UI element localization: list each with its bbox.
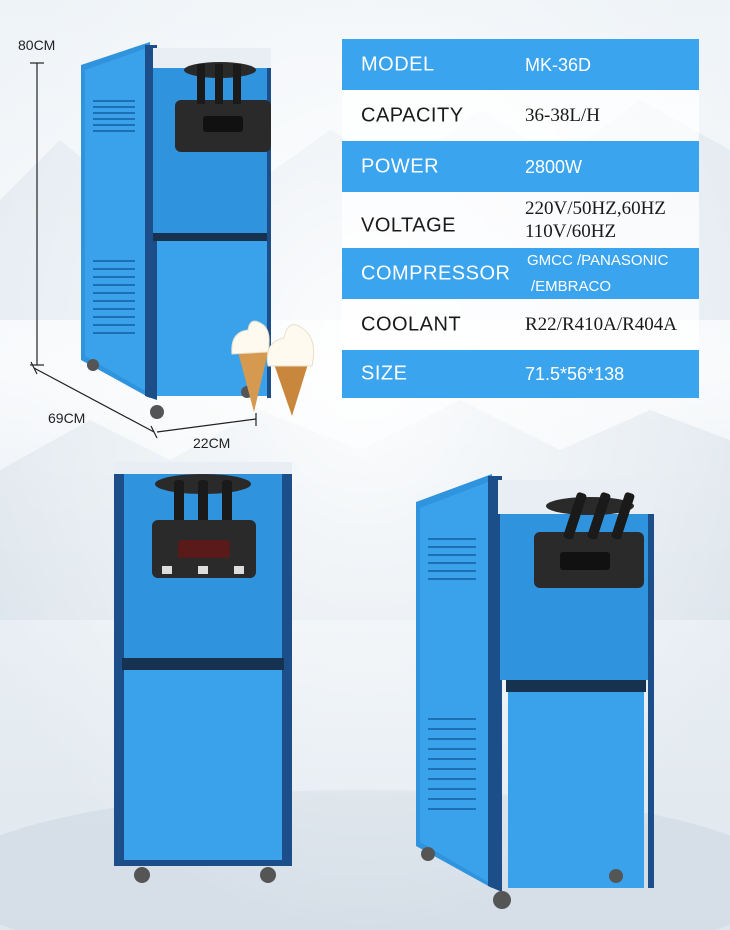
spec-value-line: GMCC /PANASONIC [527, 251, 669, 269]
dimension-height-label: 80CM [18, 37, 56, 53]
spec-label: VOLTAGE [361, 214, 457, 237]
spec-label: COMPRESSOR [361, 262, 511, 284]
ice-cream-machine-angled-view [81, 42, 271, 419]
spec-value-line: 220V/50HZ,60HZ [525, 198, 666, 219]
spec-value: 36-38L/H [525, 104, 600, 126]
spec-row-coolant: COOLANT R22/R410A/R404A [342, 299, 699, 350]
dimension-width-label: 22CM [193, 435, 231, 451]
spec-value-line: 110V/60HZ [525, 221, 617, 242]
spec-label: CAPACITY [361, 104, 464, 126]
spec-row-capacity: CAPACITY 36-38L/H [342, 90, 699, 141]
ice-cream-machine-side-view [416, 474, 654, 909]
spec-row-compressor: COMPRESSOR GMCC /PANASONIC /EMBRACO [342, 248, 699, 299]
spec-table: MODEL MK-36D CAPACITY 36-38L/H POWER 280… [342, 39, 699, 398]
spec-value: GMCC /PANASONIC /EMBRACO [527, 248, 668, 300]
spec-row-size: SIZE 71.5*56*138 [342, 350, 699, 398]
spec-value: R22/R410A/R404A [525, 313, 678, 335]
spec-label: COOLANT [361, 313, 462, 335]
spec-value: MK-36D [525, 54, 592, 75]
spec-row-model: MODEL MK-36D [342, 39, 699, 90]
spec-row-voltage: VOLTAGE 220V/50HZ,60HZ 110V/60HZ [342, 192, 699, 248]
ice-cream-cone-icon [231, 320, 315, 416]
spec-label: MODEL [361, 53, 435, 75]
spec-value-line: /EMBRACO [531, 277, 612, 295]
spec-value: 2800W [525, 156, 583, 177]
dimension-depth-label: 69CM [48, 410, 86, 426]
spec-row-power: POWER 2800W [342, 141, 699, 192]
spec-label: SIZE [361, 362, 408, 385]
spec-value: 220V/50HZ,60HZ 110V/60HZ [525, 197, 666, 243]
ice-cream-machine-front-view [114, 462, 292, 883]
spec-label: POWER [361, 155, 440, 177]
spec-value: 71.5*56*138 [525, 364, 625, 384]
